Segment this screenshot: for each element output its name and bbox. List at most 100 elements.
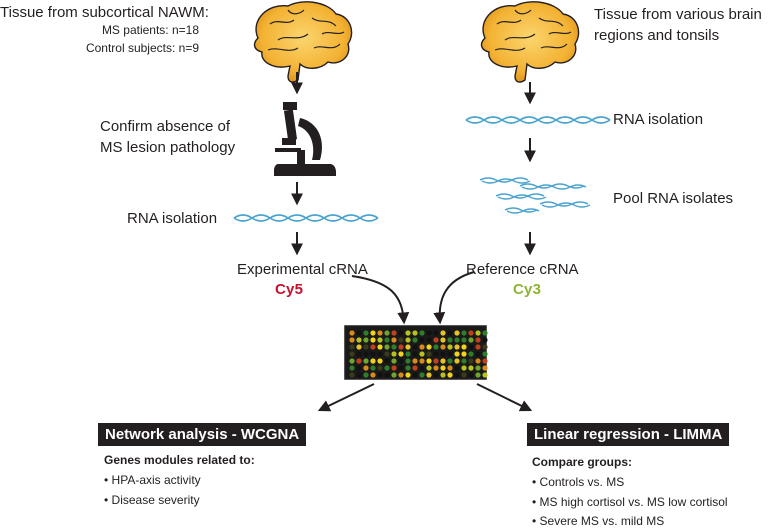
array-spot <box>454 330 460 336</box>
array-spot <box>426 344 432 350</box>
array-spot <box>377 344 383 350</box>
array-spot <box>454 351 460 357</box>
array-spot <box>440 351 446 357</box>
microscope-icon <box>274 102 336 176</box>
array-spot <box>349 351 355 357</box>
array-spot <box>426 330 432 336</box>
array-spot <box>447 351 453 357</box>
array-spot <box>384 351 390 357</box>
array-spot <box>349 372 355 378</box>
array-spot <box>363 358 369 364</box>
array-spot <box>349 344 355 350</box>
array-spot <box>475 351 481 357</box>
array-spot <box>482 344 488 350</box>
array-spot <box>398 330 404 336</box>
array-spot <box>398 344 404 350</box>
array-spot <box>391 358 397 364</box>
array-spot <box>370 365 376 371</box>
rna-strand-icon <box>465 116 611 124</box>
array-spot <box>482 330 488 336</box>
wgcna-item: • HPA-axis activity <box>104 473 201 487</box>
array-spot <box>433 351 439 357</box>
wgcna-title-box: Network analysis - WCGNA <box>98 423 307 446</box>
array-spot <box>426 372 432 378</box>
limma-item: • MS high cortisol vs. MS low cortisol <box>532 495 728 509</box>
array-spot <box>468 337 474 343</box>
array-spot <box>426 358 432 364</box>
array-spot <box>461 372 467 378</box>
array-spot <box>433 372 439 378</box>
array-spot <box>454 358 460 364</box>
array-spot <box>384 358 390 364</box>
wgcna-item: • Disease severity <box>104 493 200 507</box>
brain-icon <box>253 1 353 83</box>
array-spot <box>356 358 362 364</box>
array-spot <box>405 330 411 336</box>
array-spot <box>475 344 481 350</box>
array-spot <box>391 365 397 371</box>
arrow <box>433 271 475 325</box>
array-spot <box>419 344 425 350</box>
array-spot <box>468 372 474 378</box>
array-spot <box>377 351 383 357</box>
array-spot <box>461 337 467 343</box>
array-spot <box>398 351 404 357</box>
brain-icon <box>480 1 580 83</box>
array-spot <box>440 337 446 343</box>
array-spot <box>412 351 418 357</box>
array-spot <box>370 344 376 350</box>
array-spot <box>419 358 425 364</box>
array-spot <box>377 337 383 343</box>
confirm-line-2: MS lesion pathology <box>100 139 236 156</box>
array-spot <box>482 365 488 371</box>
wgcna-subtitle: Genes modules related to: <box>104 453 255 467</box>
array-spot <box>475 337 481 343</box>
array-spot <box>412 365 418 371</box>
array-spot <box>419 372 425 378</box>
array-spot <box>482 358 488 364</box>
arrow <box>351 275 410 325</box>
array-spot <box>370 351 376 357</box>
array-spot <box>349 358 355 364</box>
array-spot <box>461 344 467 350</box>
array-spot <box>468 358 474 364</box>
microarray-icon <box>344 325 488 380</box>
array-spot <box>356 372 362 378</box>
array-spot <box>482 372 488 378</box>
array-spot <box>433 344 439 350</box>
array-spot <box>349 365 355 371</box>
limma-subtitle: Compare groups: <box>532 455 633 469</box>
array-spot <box>384 372 390 378</box>
array-spot <box>398 365 404 371</box>
array-spot <box>391 344 397 350</box>
array-spot <box>419 330 425 336</box>
cy5-dye-label: Cy5 <box>275 281 304 298</box>
array-spot <box>426 351 432 357</box>
array-spot <box>398 358 404 364</box>
array-spot <box>447 330 453 336</box>
right-title-line-2: regions and tonsils <box>594 27 720 44</box>
array-spot <box>454 365 460 371</box>
array-spot <box>356 337 362 343</box>
array-spot <box>482 337 488 343</box>
limma-title-box: Linear regression - LIMMA <box>527 423 730 446</box>
array-spot <box>468 344 474 350</box>
array-spot <box>454 337 460 343</box>
array-spot <box>405 344 411 350</box>
array-spot <box>370 358 376 364</box>
experimental-crna-label: Experimental cRNA <box>237 261 368 278</box>
array-spot <box>433 337 439 343</box>
array-spot <box>405 365 411 371</box>
array-spot <box>419 365 425 371</box>
limma-item: • Controls vs. MS <box>532 475 625 489</box>
array-spot <box>468 365 474 371</box>
array-spot <box>405 337 411 343</box>
array-spot <box>447 372 453 378</box>
array-spot <box>370 337 376 343</box>
pool-rna-label: Pool RNA isolates <box>613 190 734 207</box>
right-rna-isolation: RNA isolation <box>613 111 704 128</box>
array-spot <box>405 351 411 357</box>
cy3-dye-label: Cy3 <box>513 281 542 298</box>
array-spot <box>426 365 432 371</box>
